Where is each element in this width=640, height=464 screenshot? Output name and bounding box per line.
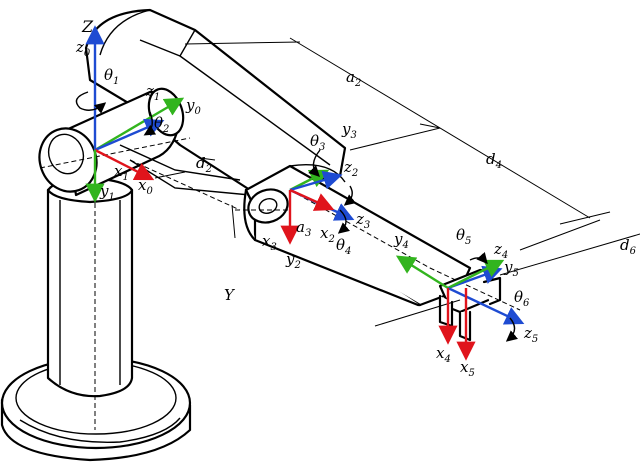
label-a2: a2 bbox=[346, 68, 361, 89]
y4-axis bbox=[395, 255, 449, 290]
frame-4-5 bbox=[395, 255, 525, 361]
x2-axis bbox=[289, 188, 335, 211]
label-y3: y3 bbox=[341, 120, 357, 141]
label-z0: z0 bbox=[75, 38, 91, 59]
label-y4: y4 bbox=[393, 230, 409, 251]
label-d4: d4 bbox=[486, 150, 502, 171]
label-Y: Y bbox=[224, 286, 236, 304]
label-theta6: θ6 bbox=[514, 288, 530, 309]
label-theta5: θ5 bbox=[456, 226, 471, 247]
label-a3: a3 bbox=[296, 218, 311, 239]
label-theta2: θ2 bbox=[154, 114, 169, 135]
y0-axis bbox=[94, 97, 185, 152]
label-Z: Z bbox=[81, 17, 94, 36]
z2-axis bbox=[289, 170, 343, 192]
rotation-arrows bbox=[75, 91, 519, 342]
label-theta1: θ1 bbox=[104, 66, 119, 87]
label-z2: z2 bbox=[343, 158, 358, 179]
label-y2: y2 bbox=[285, 250, 301, 271]
label-d2: d2 bbox=[196, 154, 212, 175]
label-x3: x3 bbox=[262, 232, 277, 253]
label-d6: d6 bbox=[620, 236, 637, 257]
label-z1: z1 bbox=[145, 82, 160, 103]
y5-axis bbox=[447, 259, 505, 290]
label-theta4: θ4 bbox=[336, 236, 351, 257]
label-theta3: θ3 bbox=[310, 132, 325, 153]
label-z4: z4 bbox=[493, 240, 508, 261]
forearm-link bbox=[243, 164, 472, 307]
label-x1: x1 bbox=[114, 162, 129, 183]
robot-column bbox=[46, 176, 134, 398]
label-x0: x0 bbox=[138, 176, 153, 197]
label-y1: y1 bbox=[99, 182, 115, 203]
labels: Z z0 θ1 z1 y0 θ2 x1 y1 x0 d2 a2 θ3 y3 z2… bbox=[75, 17, 637, 379]
label-y0: y0 bbox=[185, 96, 201, 117]
label-z5: z5 bbox=[523, 324, 538, 345]
x0-axis bbox=[94, 148, 155, 181]
label-x2: x2 bbox=[320, 224, 335, 245]
label-y5: y5 bbox=[503, 258, 519, 279]
label-x5: x5 bbox=[460, 358, 475, 379]
z5-axis bbox=[447, 286, 525, 325]
label-x4: x4 bbox=[436, 344, 451, 365]
dimension-lines bbox=[154, 37, 640, 327]
label-z3: z3 bbox=[355, 210, 370, 231]
